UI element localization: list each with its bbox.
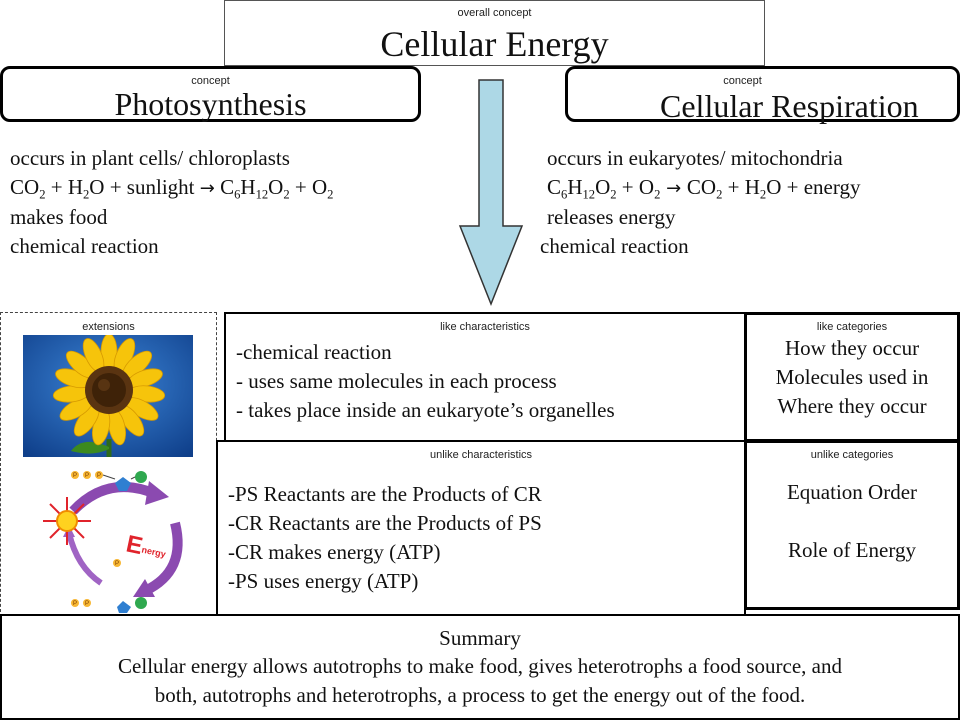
svg-text:P: P bbox=[115, 561, 119, 567]
photosynthesis-details: occurs in plant cells/ chloroplasts CO2 … bbox=[10, 144, 333, 261]
photosynthesis-line-location: occurs in plant cells/ chloroplasts bbox=[10, 146, 290, 170]
sunflower-image bbox=[23, 335, 193, 457]
summary-title: Summary bbox=[439, 626, 521, 650]
extensions-label: extensions bbox=[82, 321, 135, 333]
down-arrow-icon bbox=[458, 79, 524, 307]
list-item: - uses same molecules in each process bbox=[236, 369, 557, 393]
summary-line-1: Cellular energy allows autotrophs to mak… bbox=[118, 654, 842, 678]
respiration-concept-label: concept bbox=[723, 75, 762, 87]
list-item: -CR makes energy (ATP) bbox=[228, 540, 441, 564]
svg-text:E: E bbox=[124, 530, 145, 560]
unlike-categories-list: Equation Order Role of Energy bbox=[747, 478, 957, 565]
respiration-title: Cellular Respiration bbox=[660, 88, 919, 124]
respiration-equation: C6H12O2 + O2 → CO2 + H2O + energy bbox=[547, 175, 861, 202]
list-item: -CR Reactants are the Products of PS bbox=[228, 511, 542, 535]
unlike-characteristics-label: unlike characteristics bbox=[429, 449, 533, 461]
unlike-characteristics-box: unlike characteristics -PS Reactants are… bbox=[216, 440, 746, 617]
photosynthesis-line-food: makes food bbox=[10, 205, 108, 229]
list-item: -PS uses energy (ATP) bbox=[228, 569, 419, 593]
arrow-right-icon: → bbox=[199, 178, 215, 199]
unlike-characteristics-list: -PS Reactants are the Products of CR -CR… bbox=[228, 480, 542, 596]
respiration-line-energy: releases energy bbox=[547, 205, 676, 229]
overall-concept-label: overall concept bbox=[457, 7, 532, 19]
list-item: -chemical reaction bbox=[236, 340, 392, 364]
svg-text:nergy: nergy bbox=[141, 545, 167, 560]
photosynthesis-concept-box: concept Photosynthesis bbox=[0, 66, 421, 122]
list-item: How they occur bbox=[784, 336, 920, 360]
like-characteristics-label: like characteristics bbox=[440, 321, 530, 333]
respiration-concept-box: concept Cellular Respiration bbox=[565, 66, 960, 122]
list-item: -PS Reactants are the Products of CR bbox=[228, 482, 542, 506]
list-item: Equation Order bbox=[786, 480, 918, 504]
svg-text:P: P bbox=[85, 601, 89, 607]
svg-text:P: P bbox=[73, 601, 77, 607]
extensions-box: extensions bbox=[0, 312, 217, 617]
unlike-categories-box: unlike categories Equation Order Role of… bbox=[744, 440, 960, 610]
list-item: Where they occur bbox=[777, 394, 927, 418]
svg-text:P: P bbox=[97, 473, 101, 479]
like-categories-label: like categories bbox=[816, 321, 888, 333]
photosynthesis-line-reaction: chemical reaction bbox=[10, 234, 159, 258]
like-characteristics-box: like characteristics -chemical reaction … bbox=[224, 312, 746, 442]
atp-cycle-image: P P P P P P E nergy bbox=[37, 463, 192, 615]
photosynthesis-equation: CO2 + H2O + sunlight → C6H12O2 + O2 bbox=[10, 175, 334, 202]
summary-box: Summary Cellular energy allows autotroph… bbox=[0, 614, 960, 720]
summary-line-2: both, autotrophs and heterotrophs, a pro… bbox=[154, 683, 806, 707]
respiration-line-location: occurs in eukaryotes/ mitochondria bbox=[547, 146, 843, 170]
respiration-line-reaction: chemical reaction bbox=[540, 234, 689, 258]
unlike-categories-label: unlike categories bbox=[810, 449, 894, 461]
like-categories-box: like categories How they occur Molecules… bbox=[744, 312, 960, 442]
overall-concept-title: Cellular Energy bbox=[380, 24, 609, 64]
overall-concept-box: overall concept Cellular Energy bbox=[224, 0, 765, 66]
photosynthesis-concept-label: concept bbox=[191, 75, 230, 87]
like-characteristics-list: -chemical reaction - uses same molecules… bbox=[236, 338, 615, 425]
arrow-right-icon: → bbox=[660, 178, 687, 199]
list-item: Molecules used in bbox=[775, 365, 929, 389]
photosynthesis-title: Photosynthesis bbox=[114, 86, 307, 122]
respiration-details: occurs in eukaryotes/ mitochondria C6H12… bbox=[540, 144, 861, 261]
like-categories-list: How they occur Molecules used in Where t… bbox=[747, 334, 957, 421]
list-item: - takes place inside an eukaryote’s orga… bbox=[236, 398, 615, 422]
list-item: Role of Energy bbox=[788, 538, 916, 562]
svg-text:P: P bbox=[85, 473, 89, 479]
svg-text:P: P bbox=[73, 473, 77, 479]
